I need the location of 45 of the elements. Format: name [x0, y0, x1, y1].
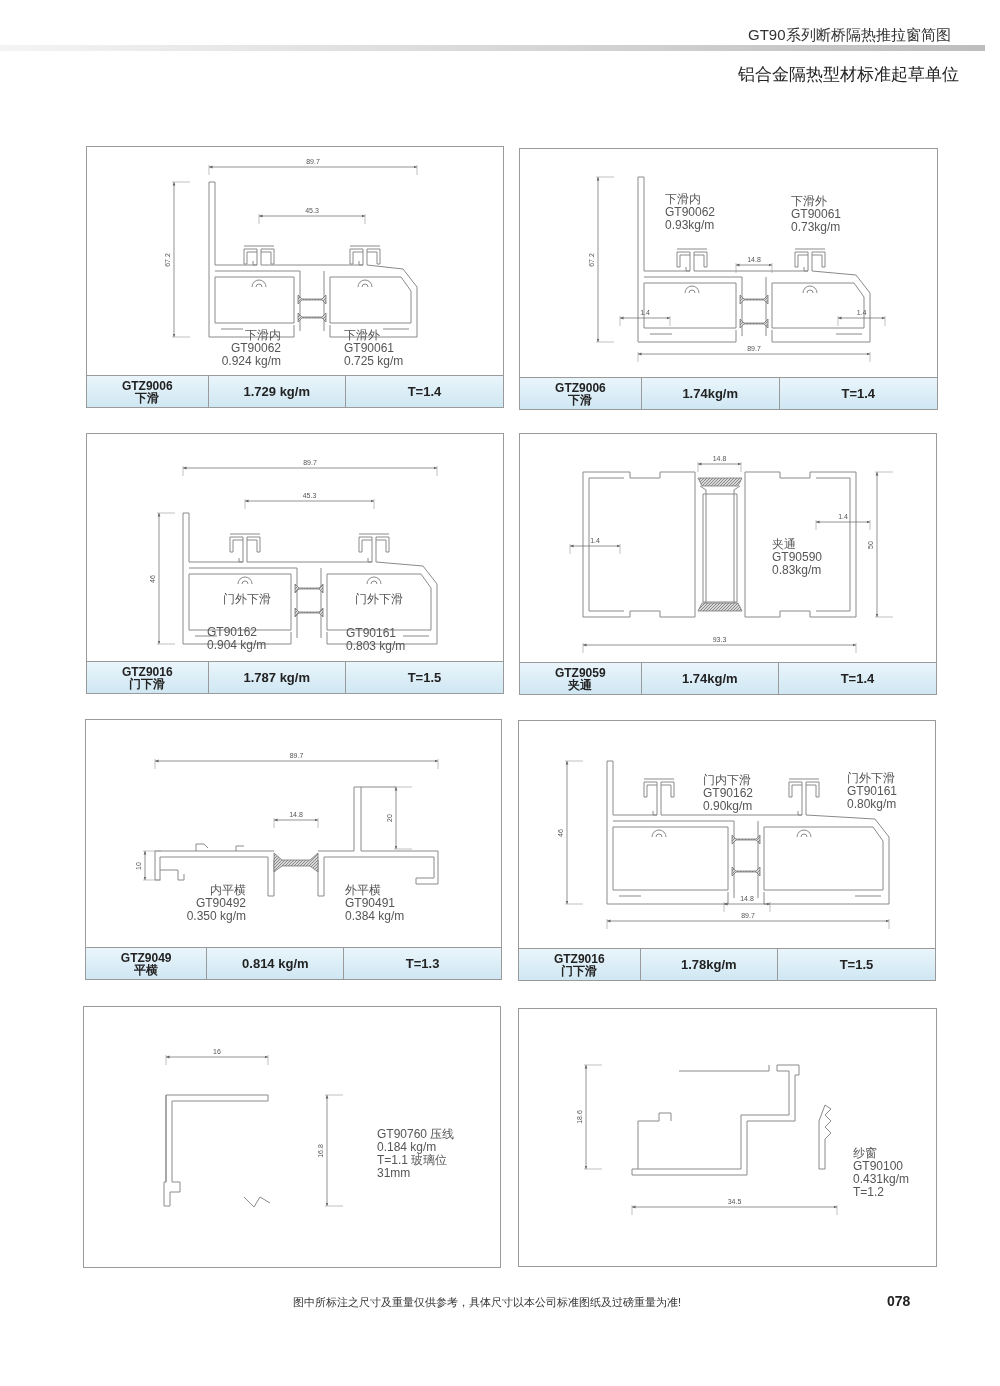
- thickness-value: T=1.4: [407, 385, 442, 398]
- profile-label: 门外下滑: [355, 593, 404, 606]
- model-code: GTZ9049 平横: [119, 951, 173, 976]
- profile-label: 下滑外 GT90061 0.725 kg/m: [344, 329, 405, 368]
- profile-card: [86, 433, 504, 694]
- profile-label: 下滑外 GT90061 0.73kg/m: [791, 195, 843, 234]
- weight-value: 1.787 kg/m: [243, 671, 310, 684]
- thickness-value: T=1.5: [839, 958, 874, 971]
- thickness-value: T=1.4: [841, 387, 876, 400]
- profile-label: GT90161 0.803 kg/m: [346, 627, 407, 653]
- model-code: GTZ9016 门下滑: [120, 665, 174, 690]
- model-code: GTZ9006 下滑: [554, 381, 607, 406]
- profile-label: 门外下滑 GT90161 0.80kg/m: [847, 772, 899, 811]
- footnote: 图中所标注之尺寸及重量仅供参考，具体尺寸以本公司标准图纸及过磅重量为准!: [293, 1295, 682, 1310]
- profile-card: [85, 719, 502, 980]
- profile-label: 外平横 GT90491 0.384 kg/m: [345, 884, 406, 923]
- profile-label: 下滑内 GT90062 0.924 kg/m: [220, 329, 281, 368]
- profile-label: 门内下滑 GT90162 0.90kg/m: [703, 774, 755, 813]
- profile-card: [519, 148, 938, 410]
- profile-label: 纱窗 GT90100 0.431kg/m T=1.2: [853, 1147, 911, 1199]
- model-code: GTZ9016 门下滑: [552, 952, 606, 977]
- thickness-value: T=1.3: [405, 957, 440, 970]
- page-title: GT90系列断桥隔热推拉窗简图: [748, 26, 951, 45]
- profile-label: 门外下滑: [223, 593, 272, 606]
- profile-card: [83, 1006, 501, 1268]
- profile-card: [518, 1008, 937, 1267]
- profile-label: 夹通 GT90590 0.83kg/m: [772, 538, 824, 577]
- subheading: 铝合金隔热型材标准起草单位: [738, 64, 959, 86]
- profile-card: [518, 720, 936, 981]
- weight-value: 1.729 kg/m: [243, 385, 310, 398]
- profile-label: GT90162 0.904 kg/m: [207, 626, 268, 652]
- weight-value: 1.74kg/m: [681, 672, 738, 685]
- page-number: 078: [887, 1293, 911, 1309]
- thickness-value: T=1.4: [840, 672, 875, 685]
- profile-card: [519, 433, 937, 695]
- weight-value: 0.814 kg/m: [242, 957, 309, 970]
- profile-label: GT90760 压线 0.184 kg/m T=1.1 玻璃位31mm: [377, 1128, 456, 1180]
- profile-card: [86, 146, 504, 408]
- weight-value: 1.78kg/m: [680, 958, 737, 971]
- model-code: GTZ9059 夹通: [553, 666, 607, 691]
- profile-label: 下滑内 GT90062 0.93kg/m: [665, 193, 717, 232]
- profile-label: 内平横 GT90492 0.350 kg/m: [185, 884, 246, 923]
- weight-value: 1.74kg/m: [682, 387, 739, 400]
- thickness-value: T=1.5: [407, 671, 442, 684]
- model-code: GTZ9006 下滑: [120, 379, 174, 404]
